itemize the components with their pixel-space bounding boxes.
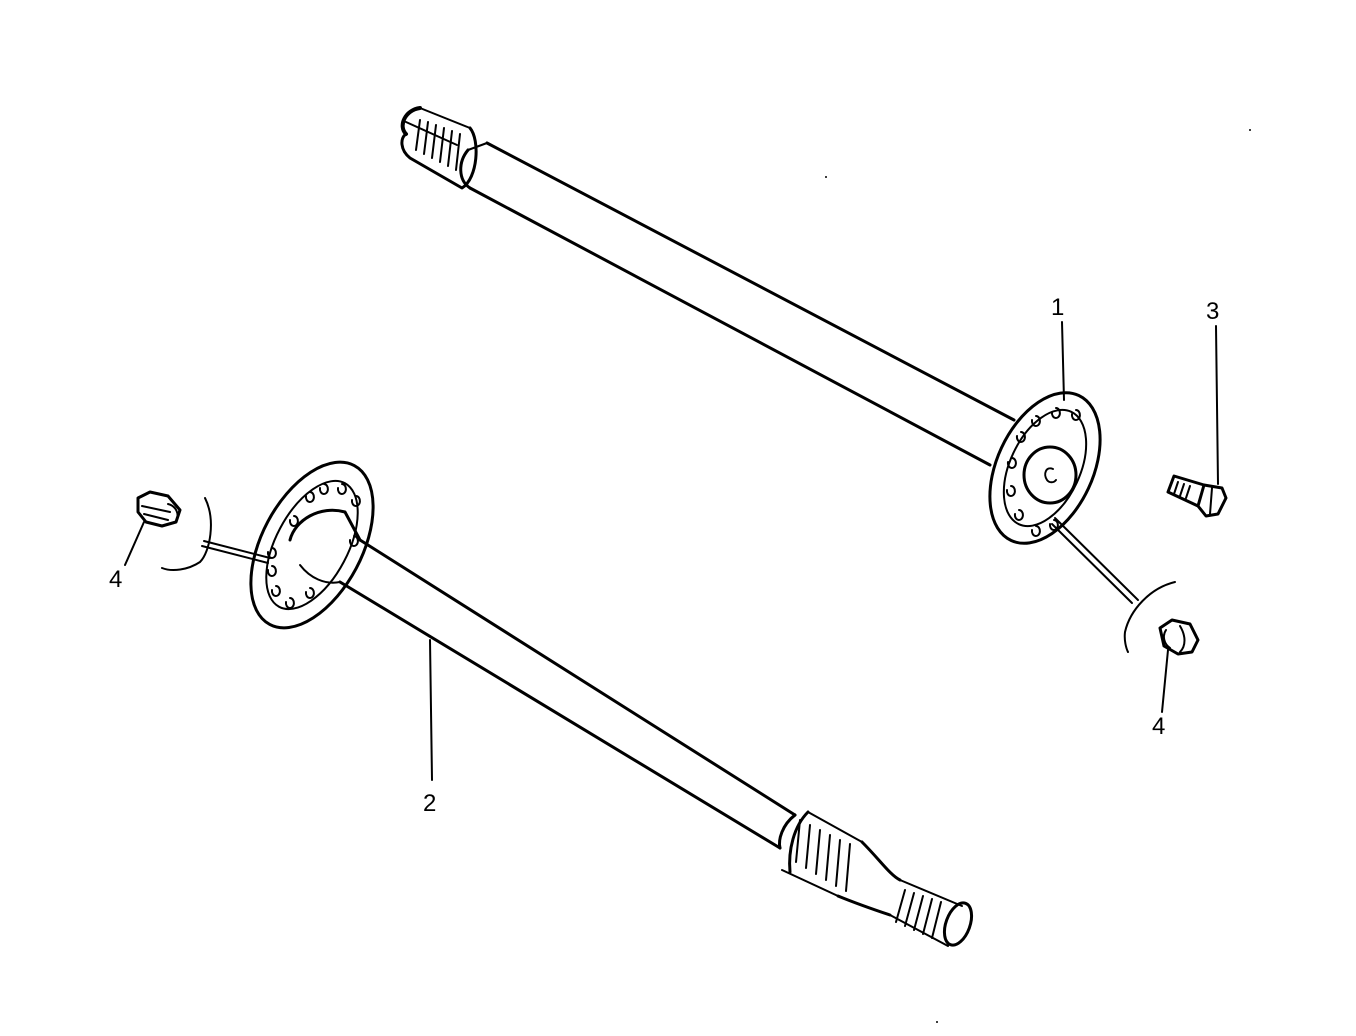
leader-line-4-left [124,521,145,566]
leader-line-4-right [1161,649,1169,713]
callout-1: 1 [1051,294,1065,321]
nut-left [136,490,182,528]
leader-line-2 [429,639,433,781]
leader-line-3 [1215,325,1219,485]
callout-4-right: 4 [1152,713,1166,740]
bolt [1166,474,1228,518]
axle-shaft-upper [400,106,1102,545]
axle-shaft-lower [249,460,974,947]
bracket-left [161,497,271,571]
callout-4-left: 4 [109,566,123,593]
nut-right [1158,618,1200,656]
bracket-right [1051,517,1176,653]
leader-line-1 [1061,321,1065,401]
callout-3: 3 [1206,298,1220,325]
callout-2: 2 [423,790,437,817]
